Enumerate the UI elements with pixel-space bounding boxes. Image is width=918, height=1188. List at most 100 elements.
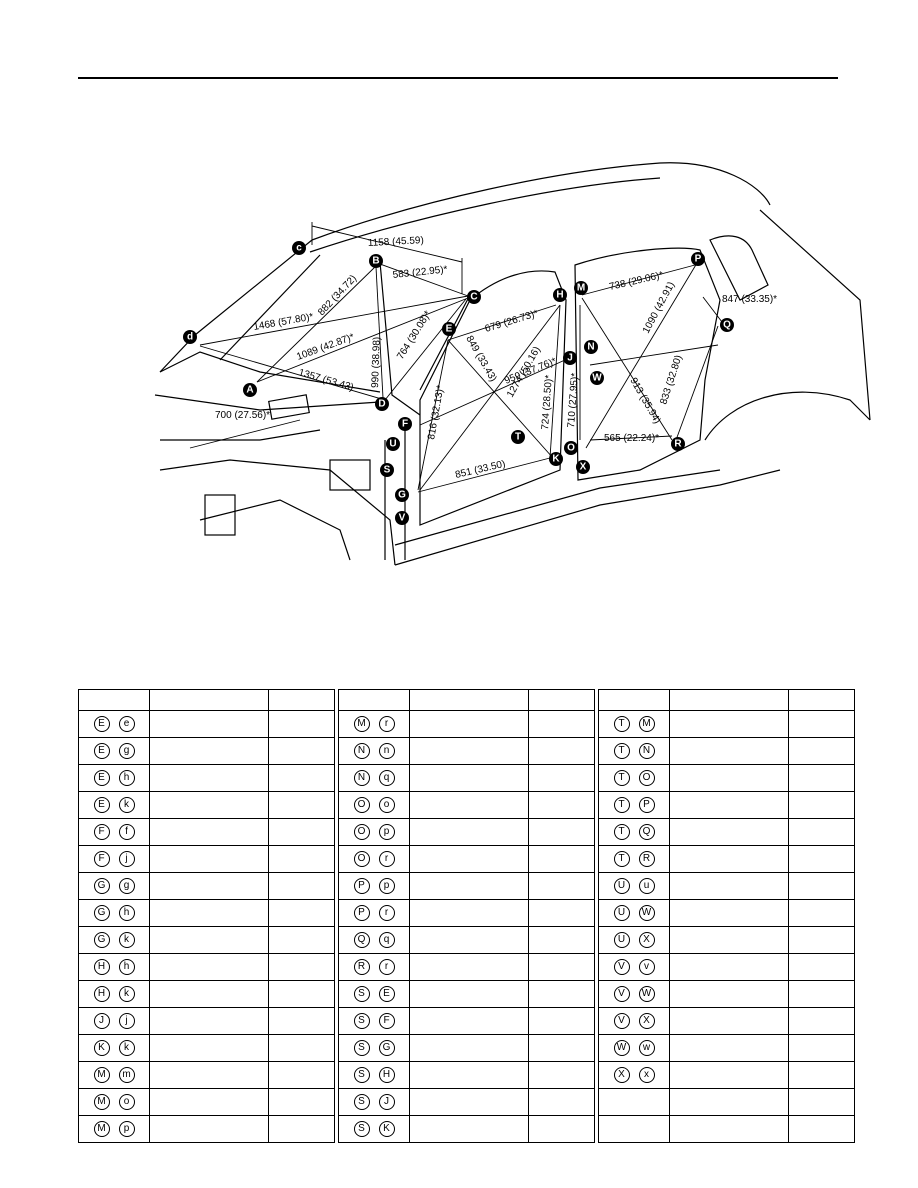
point-n-marker: N	[584, 340, 598, 354]
point-m-marker: M	[574, 281, 588, 295]
from-point: T	[613, 824, 630, 840]
dimension-cell	[669, 710, 789, 738]
from-point: H	[93, 959, 110, 975]
dimension-cell	[149, 953, 269, 981]
from-point: M	[353, 716, 370, 732]
value-cell	[528, 845, 595, 873]
value-cell	[528, 980, 595, 1008]
to-point: F	[378, 1013, 395, 1029]
point-r-marker: R	[671, 437, 685, 451]
dimension-cell	[409, 818, 529, 846]
header-cell	[268, 689, 335, 711]
dimension-cell	[409, 1034, 529, 1062]
dimension-cell	[669, 1088, 789, 1116]
point-d-lower-marker: d	[183, 330, 197, 344]
dimension-cell	[669, 899, 789, 927]
svg-text:X: X	[580, 462, 587, 473]
dimension-cell	[149, 926, 269, 954]
point-d-marker: D	[375, 397, 389, 411]
value-cell	[268, 791, 335, 819]
dimension-cell	[409, 953, 529, 981]
from-point: O	[353, 851, 370, 867]
dimension-cell	[669, 1007, 789, 1035]
measurement-lines	[189, 222, 723, 493]
dimension-cell	[409, 1088, 529, 1116]
dimension-cell	[669, 818, 789, 846]
to-point: K	[378, 1121, 395, 1137]
dimension-cell	[409, 791, 529, 819]
value-cell	[528, 1034, 595, 1062]
from-point: O	[353, 824, 370, 840]
point-b-marker: B	[369, 254, 383, 268]
dim-847: 847 (33.35)*	[722, 294, 777, 305]
dim-833: 833 (32.80)	[658, 354, 684, 406]
point-k-marker: K	[549, 452, 563, 466]
point-g-marker: G	[395, 488, 409, 502]
from-point: S	[353, 1067, 370, 1083]
to-point: k	[118, 797, 135, 813]
svg-text:W: W	[592, 373, 602, 384]
svg-text:J: J	[567, 353, 573, 364]
value-cell	[268, 710, 335, 738]
dimension-cell	[669, 1061, 789, 1089]
to-point: Q	[638, 824, 655, 840]
dimension-cell	[409, 980, 529, 1008]
from-point: S	[353, 1040, 370, 1056]
value-cell	[788, 710, 855, 738]
point-pair-cell	[598, 1088, 670, 1116]
dimension-cell	[149, 1061, 269, 1089]
value-cell	[268, 926, 335, 954]
to-point: W	[638, 905, 655, 921]
value-cell	[788, 1088, 855, 1116]
svg-text:C: C	[470, 292, 477, 303]
to-point: p	[378, 824, 395, 840]
dimension-cell	[149, 791, 269, 819]
dimension-cell	[669, 926, 789, 954]
to-point: g	[118, 743, 135, 759]
dimension-cell	[409, 1061, 529, 1089]
value-cell	[268, 1115, 335, 1143]
from-point: Q	[353, 932, 370, 948]
to-point: P	[638, 797, 655, 813]
value-cell	[268, 872, 335, 900]
value-cell	[528, 1007, 595, 1035]
from-point: W	[613, 1040, 630, 1056]
dimension-cell	[669, 764, 789, 792]
value-cell	[788, 791, 855, 819]
to-point: J	[378, 1094, 395, 1110]
svg-text:c: c	[296, 243, 302, 254]
value-cell	[528, 1088, 595, 1116]
to-point: R	[638, 851, 655, 867]
value-cell	[788, 926, 855, 954]
svg-text:D: D	[378, 399, 385, 410]
dim-679: 679 (26.73)*	[484, 308, 540, 335]
from-point: H	[93, 986, 110, 1002]
to-point: X	[638, 932, 655, 948]
value-cell	[788, 872, 855, 900]
to-point: j	[118, 851, 135, 867]
svg-text:V: V	[399, 513, 406, 524]
value-cell	[528, 1061, 595, 1089]
value-cell	[788, 845, 855, 873]
to-point: k	[118, 1040, 135, 1056]
dimension-cell	[149, 1034, 269, 1062]
vehicle-outline	[154, 162, 871, 566]
dimension-cell	[149, 872, 269, 900]
